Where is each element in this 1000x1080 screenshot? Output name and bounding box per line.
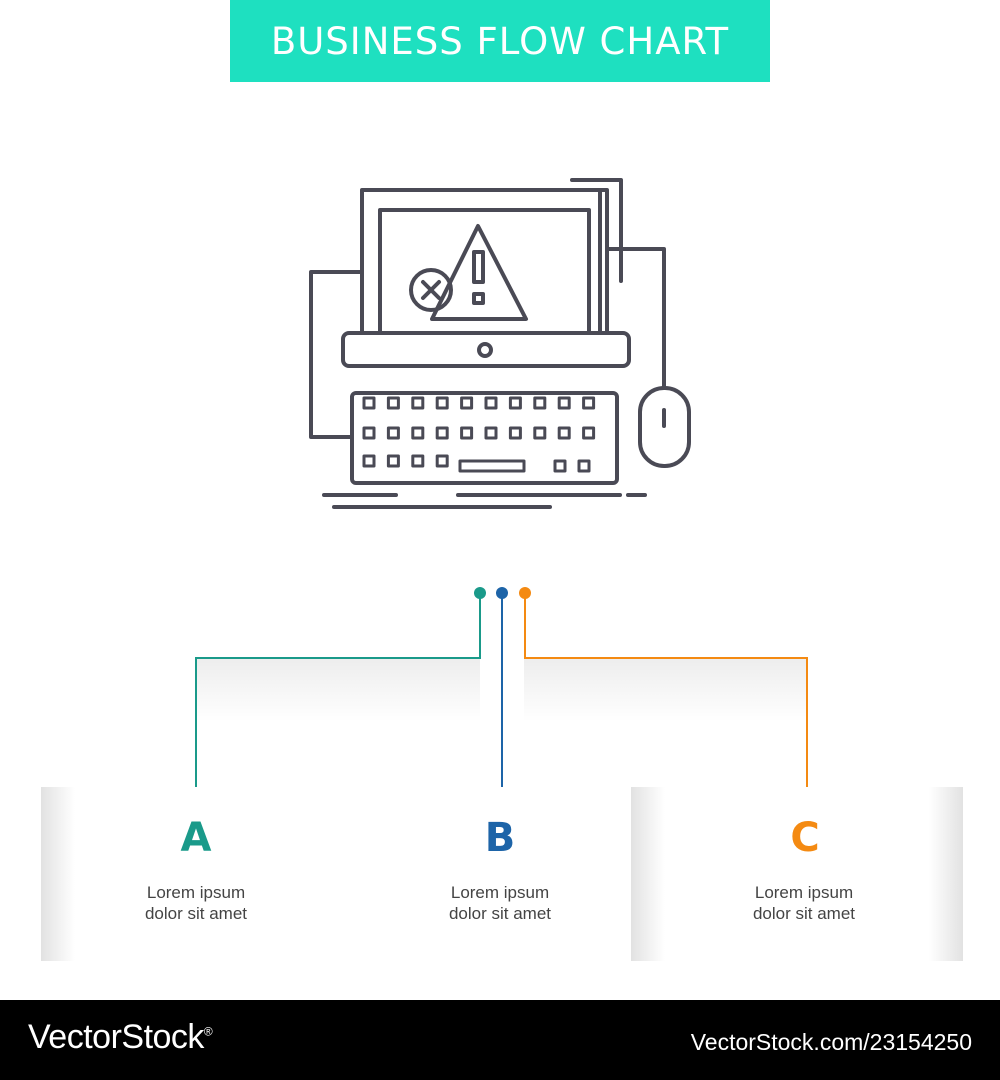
step-letter-a: A — [180, 815, 212, 861]
keyboard-key — [460, 396, 474, 410]
keyboard-key — [362, 426, 376, 440]
title-banner: BUSINESS FLOW CHART — [230, 0, 770, 82]
step-letter-b: B — [484, 815, 516, 861]
keyboard-key — [582, 396, 596, 410]
step-desc-b-line2: dolor sit amet — [448, 904, 552, 923]
keyboard-key — [386, 426, 400, 440]
keyboard-key — [362, 454, 376, 468]
keyboard-key — [435, 396, 449, 410]
step-box-c — [631, 787, 963, 961]
step-desc-c: Lorem ipsum dolor sit amet — [704, 882, 904, 924]
brand-logo: VectorStock® — [28, 1018, 213, 1057]
keyboard-key — [484, 426, 498, 440]
connector-shadow-right — [524, 658, 808, 722]
step-desc-a-line1: Lorem ipsum — [146, 883, 246, 902]
connector-shadow-left — [196, 658, 480, 722]
keyboard-key — [577, 459, 591, 473]
connector-dot-a — [474, 587, 486, 599]
keyboard-key — [533, 426, 547, 440]
keyboard-key — [386, 396, 400, 410]
keyboard-key — [557, 426, 571, 440]
connector-a — [195, 593, 481, 797]
connector-dot-b — [496, 587, 508, 599]
keyboard-key — [553, 459, 567, 473]
flow-connectors — [195, 587, 808, 797]
keyboard-key — [508, 426, 522, 440]
brand-name: VectorStock — [28, 1018, 204, 1056]
stock-id: VectorStock.com/23154250 — [690, 1029, 972, 1055]
keyboard-key — [386, 454, 400, 468]
keyboard-key — [508, 396, 522, 410]
step-desc-b: Lorem ipsum dolor sit amet — [400, 882, 600, 924]
step-desc-a-line2: dolor sit amet — [144, 904, 248, 923]
connector-dot-c — [519, 587, 531, 599]
step-desc-b-line1: Lorem ipsum — [450, 883, 550, 902]
watermark-footer: VectorStock® VectorStock.com/23154250 — [0, 1000, 1000, 1080]
keyboard-key — [484, 396, 498, 410]
step-desc-a: Lorem ipsum dolor sit amet — [96, 882, 296, 924]
brand-mark: ® — [203, 1024, 213, 1039]
connector-c — [524, 593, 808, 797]
keyboard-key — [411, 396, 425, 410]
step-letter-c: C — [790, 815, 820, 861]
step-desc-c-line1: Lorem ipsum — [754, 883, 854, 902]
step-box-b — [373, 787, 631, 961]
keyboard-key — [411, 426, 425, 440]
computer-error-warning-icon — [309, 178, 691, 509]
keyboard-key — [533, 396, 547, 410]
keyboard-key — [435, 454, 449, 468]
keyboard-key — [460, 426, 474, 440]
keyboard-key — [435, 426, 449, 440]
keyboard-key — [557, 396, 571, 410]
page-title: BUSINESS FLOW CHART — [270, 19, 730, 63]
step-box-a — [41, 787, 373, 961]
keyboard-key — [362, 396, 376, 410]
keyboard-key — [582, 426, 596, 440]
step-desc-c-line2: dolor sit amet — [752, 904, 856, 923]
keyboard-key — [411, 454, 425, 468]
